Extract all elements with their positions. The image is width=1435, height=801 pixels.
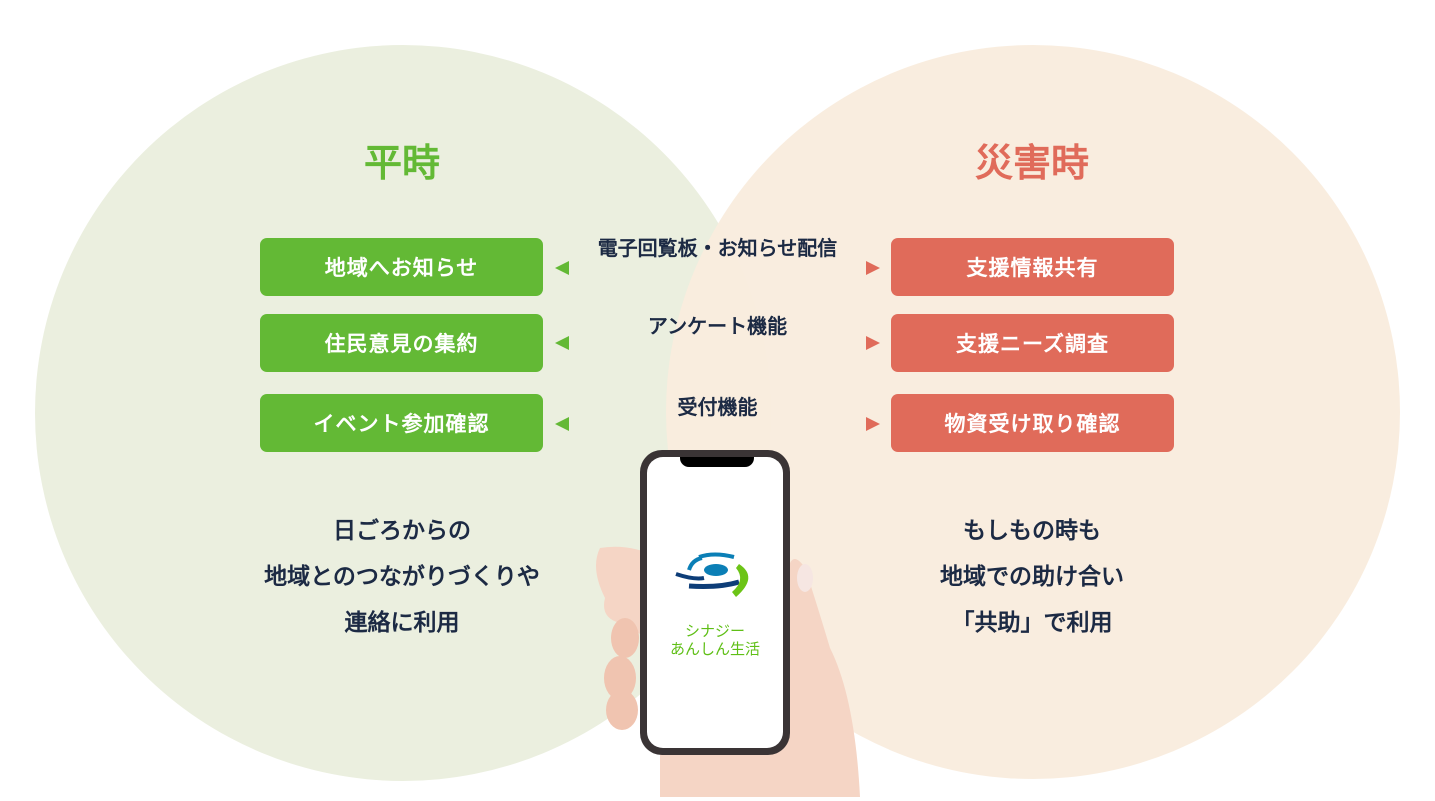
disaster-item-support-info: 支援情報共有 — [891, 238, 1174, 296]
desc-line: 「共助」で利用 — [951, 610, 1113, 636]
double-arrow-icon — [555, 417, 880, 431]
feature-survey: アンケート機能 — [647, 314, 788, 338]
double-arrow-icon — [555, 336, 880, 350]
disaster-item-supplies: 物資受け取り確認 — [891, 394, 1174, 452]
normal-times-description: 日ごろからの 地域とのつながりづくりや 連絡に利用 — [192, 508, 612, 646]
app-logo-icon — [675, 552, 749, 597]
feature-bulletin: 電子回覧板・お知らせ配信 — [597, 236, 838, 260]
desc-line: 連絡に利用 — [344, 610, 460, 636]
phone-notch — [680, 457, 754, 467]
hand-holding-phone: シナジー あんしん生活 — [590, 448, 870, 797]
app-name-line: あんしん生活 — [669, 640, 760, 658]
double-arrow-icon — [555, 261, 880, 275]
disaster-item-needs-survey: 支援ニーズ調査 — [891, 314, 1174, 372]
phone: シナジー あんしん生活 — [640, 450, 790, 755]
desc-line: 地域での助け合い — [940, 564, 1124, 590]
feature-reception: 受付機能 — [677, 395, 758, 419]
app-name: シナジー あんしん生活 — [647, 622, 783, 658]
desc-line: もしもの時も — [963, 518, 1101, 544]
disaster-times-title: 災害時 — [974, 141, 1089, 185]
normal-item-event: イベント参加確認 — [260, 394, 543, 452]
normal-item-notice: 地域へお知らせ — [260, 238, 543, 296]
desc-line: 地域とのつながりづくりや — [264, 564, 540, 590]
normal-item-opinions: 住民意見の集約 — [260, 314, 543, 372]
desc-line: 日ごろからの — [333, 518, 471, 544]
phone-screen: シナジー あんしん生活 — [647, 457, 783, 748]
disaster-times-description: もしもの時も 地域での助け合い 「共助」で利用 — [822, 508, 1242, 646]
app-name-line: シナジー — [684, 622, 745, 640]
normal-times-title: 平時 — [363, 141, 440, 185]
